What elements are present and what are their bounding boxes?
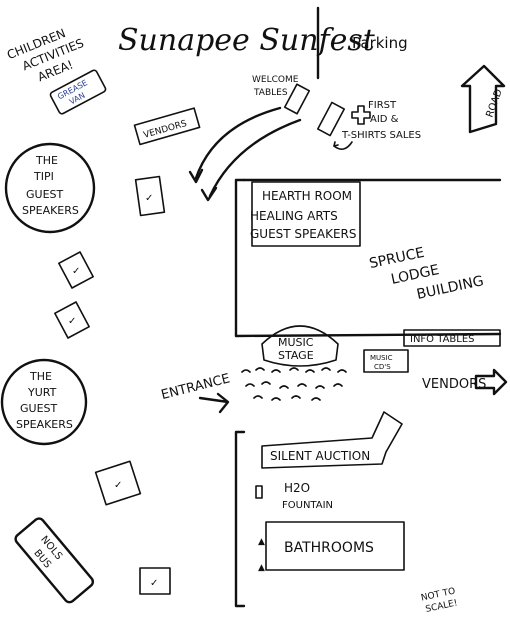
svg-text:INFO TABLES: INFO TABLES <box>410 334 475 345</box>
svg-text:HEARTH ROOM: HEARTH ROOM <box>262 189 352 203</box>
entrance-arrow-icon <box>198 392 230 414</box>
hearth-room: HEARTH ROOM HEALING ARTS GUEST SPEAKERS <box>250 181 361 247</box>
vendor-booth: ✓ <box>139 567 171 595</box>
first-aid-tshirts: FIRST AID & T-SHIRTS SALES <box>316 100 421 150</box>
welcome-tables: WELCOME TABLES <box>252 75 311 115</box>
svg-text:SILENT AUCTION: SILENT AUCTION <box>270 449 370 463</box>
entrance: ENTRANCE <box>160 371 232 414</box>
info-tables: INFO TABLES <box>403 329 501 347</box>
svg-text:THE: THE <box>29 370 52 383</box>
music-cds: MUSIC CD'S <box>363 349 409 373</box>
svg-text:▲: ▲ <box>258 537 265 547</box>
svg-text:H2O: H2O <box>284 481 310 495</box>
svg-text:GUEST SPEAKERS: GUEST SPEAKERS <box>250 227 356 241</box>
svg-text:▲: ▲ <box>258 563 265 573</box>
svg-text:FIRST: FIRST <box>368 100 397 111</box>
silent-auction: SILENT AUCTION <box>261 411 403 469</box>
audience-seating <box>241 367 347 401</box>
svg-text:WELCOME: WELCOME <box>252 75 299 85</box>
svg-text:✓: ✓ <box>145 193 153 204</box>
parking-label: Parking <box>352 34 408 52</box>
path-arrows <box>188 106 302 202</box>
svg-text:SPEAKERS: SPEAKERS <box>16 418 73 431</box>
spruce-lodge-outline <box>234 178 502 338</box>
map-title: Sunapee Sunfest <box>118 23 376 58</box>
svg-text:VENDORS: VENDORS <box>422 377 486 392</box>
svg-text:TABLES: TABLES <box>253 88 288 98</box>
svg-text:SPEAKERS: SPEAKERS <box>22 204 79 217</box>
vendors-top: VENDORS <box>133 107 201 146</box>
svg-text:BATHROOMS: BATHROOMS <box>284 540 374 556</box>
curved-arrow-icon <box>333 141 353 150</box>
the-yurt: THE YURT GUEST SPEAKERS <box>0 358 88 446</box>
svg-text:AID &: AID & <box>370 114 399 125</box>
music-stage: MUSIC STAGE <box>241 325 347 401</box>
arrow-right-icon <box>474 368 508 396</box>
road-arrow: ROAD <box>460 64 506 134</box>
vendor-booth: ✓ <box>58 251 94 289</box>
svg-text:✓: ✓ <box>114 480 122 491</box>
first-aid-icon <box>351 105 371 125</box>
svg-text:✓: ✓ <box>68 316 76 327</box>
vendor-booth: ✓ <box>54 301 90 339</box>
the-tipi: THE TIPI GUEST SPEAKERS <box>4 142 96 234</box>
svg-text:STAGE: STAGE <box>278 349 314 362</box>
entrance-label: ENTRANCE <box>160 371 232 403</box>
svg-text:GUEST: GUEST <box>20 402 58 415</box>
not-to-scale-note: NOT TO SCALE! <box>420 587 458 615</box>
svg-text:THE: THE <box>35 154 58 167</box>
svg-text:MUSIC: MUSIC <box>370 354 393 362</box>
svg-text:GUEST: GUEST <box>26 188 64 201</box>
svg-text:MUSIC: MUSIC <box>278 336 314 349</box>
h2o-fountain: H2O FOUNTAIN <box>255 481 333 511</box>
svg-text:✓: ✓ <box>150 578 158 589</box>
vendor-booth: ✓ <box>94 460 142 506</box>
bathrooms: BATHROOMS ▲ ▲ <box>258 521 405 573</box>
svg-text:T-SHIRTS SALES: T-SHIRTS SALES <box>341 130 421 141</box>
svg-text:YURT: YURT <box>27 386 57 399</box>
spruce-lodge-label: SPRUCE LODGE BUILDING <box>368 245 485 303</box>
vendor-booth: ✓ <box>134 175 166 217</box>
nols-bus: NOLS BUS <box>14 517 95 604</box>
road-label: ROAD <box>484 88 504 119</box>
svg-text:FOUNTAIN: FOUNTAIN <box>282 500 333 511</box>
svg-text:HEALING ARTS: HEALING ARTS <box>250 209 338 223</box>
vendors-right: VENDORS <box>422 368 508 396</box>
svg-text:CD'S: CD'S <box>374 363 391 371</box>
svg-text:✓: ✓ <box>72 266 80 277</box>
lower-building-outline <box>234 430 246 608</box>
svg-text:TIPI: TIPI <box>33 170 54 183</box>
